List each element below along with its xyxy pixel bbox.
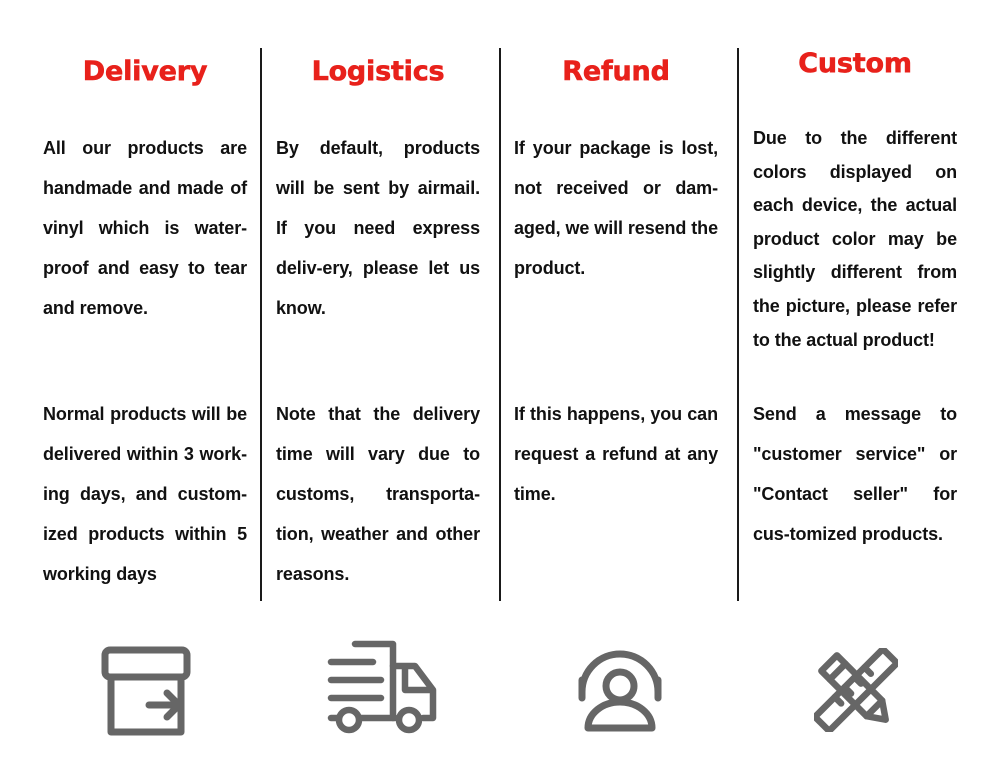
refund-text-1: If your package is lost, not received or… xyxy=(514,138,718,278)
divider-2 xyxy=(499,48,501,601)
custom-text-2: Send a message to "customer service" or … xyxy=(753,404,957,544)
logistics-text-1: By default, products will be sent by air… xyxy=(276,138,480,318)
refund-title: Refund xyxy=(562,56,670,88)
logistics-text-2: Note that the delivery time will vary du… xyxy=(276,404,480,584)
delivery-text-1: All our products are handmade and made o… xyxy=(43,138,247,318)
logistics-title: Logistics xyxy=(311,56,445,88)
delivery-column: Delivery All our products are handmade a… xyxy=(43,0,247,784)
box-arrow-icon xyxy=(101,646,191,738)
custom-text-1: Due to the different colors displayed on… xyxy=(753,128,957,350)
delivery-title: Delivery xyxy=(82,56,208,88)
divider-3 xyxy=(737,48,739,601)
custom-column: Custom Due to the different colors displ… xyxy=(753,0,957,784)
customer-service-headset-icon xyxy=(574,642,666,734)
refund-text-2: If this happens, you can request a refun… xyxy=(514,404,718,504)
logistics-column: Logistics By default, products will be s… xyxy=(276,0,480,784)
refund-column: Refund If your package is lost, not rece… xyxy=(514,0,718,784)
pencil-ruler-icon xyxy=(814,648,898,732)
custom-title: Custom xyxy=(798,48,912,80)
delivery-truck-icon xyxy=(327,640,439,736)
divider-1 xyxy=(260,48,262,601)
delivery-text-2: Normal products will be delivered within… xyxy=(43,404,247,584)
